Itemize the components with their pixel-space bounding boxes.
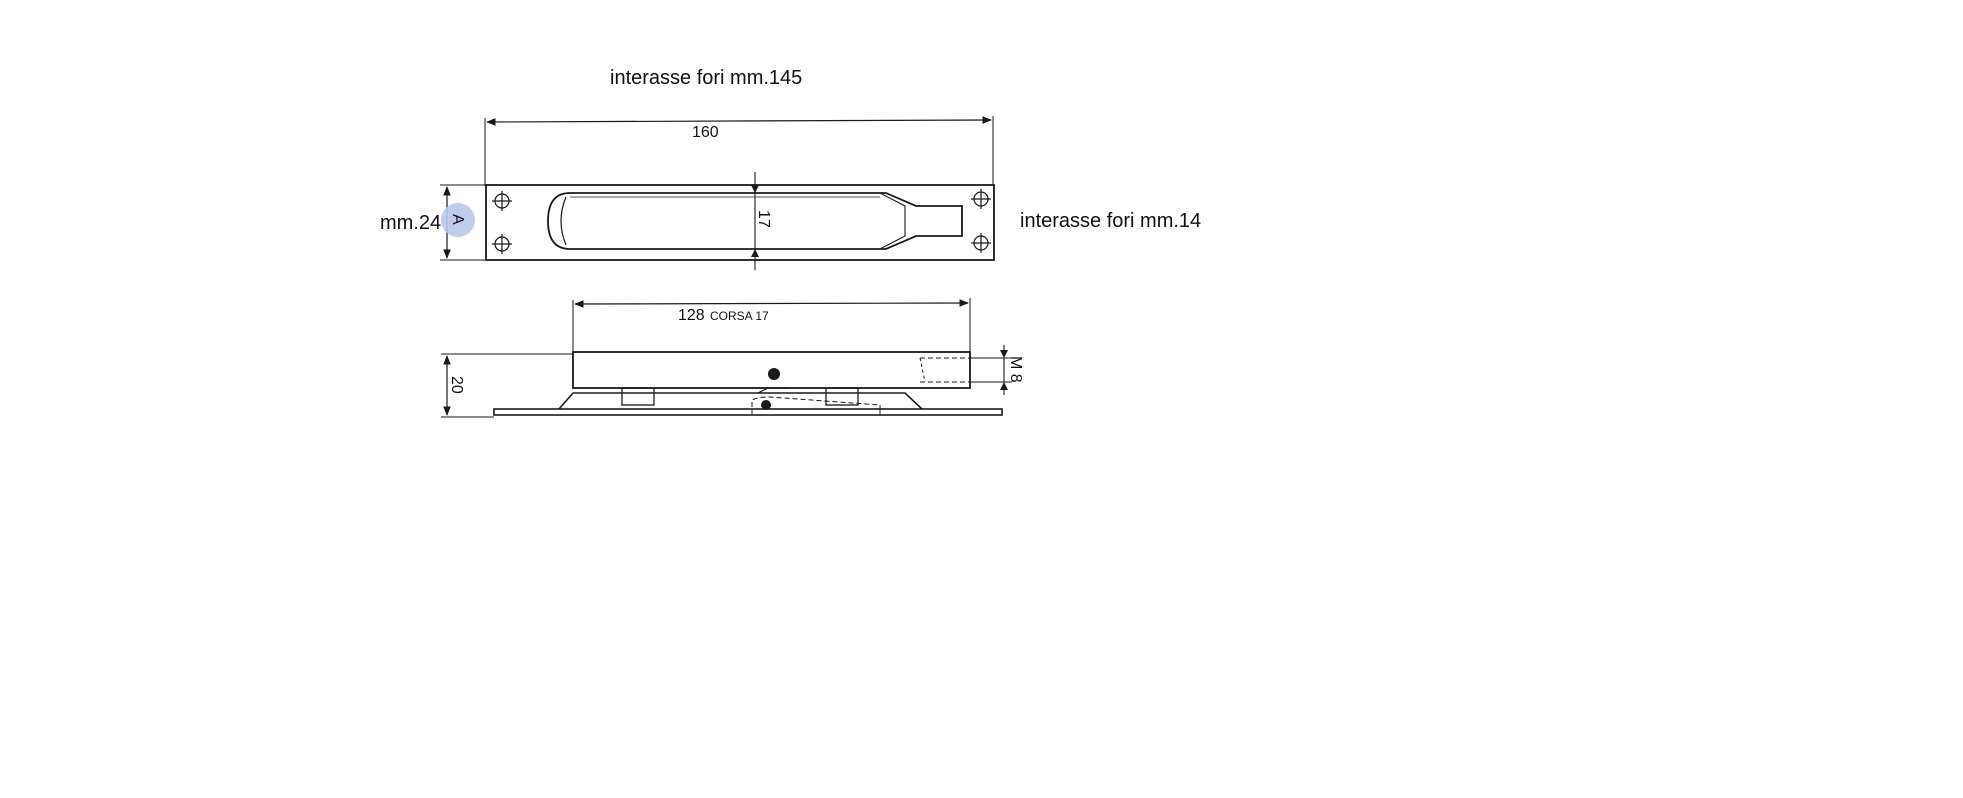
side-view <box>441 298 1012 418</box>
base-plate <box>493 408 1003 416</box>
mounting-hole <box>492 234 512 254</box>
plate-outline <box>485 184 995 261</box>
mounting-hole <box>492 191 512 211</box>
side-label: A <box>449 214 466 225</box>
bolt-body-outline <box>547 192 963 250</box>
length-dimension-label: 160 <box>692 124 719 141</box>
mounting-hole <box>971 233 991 253</box>
height-dimension-label: 20 <box>448 376 465 394</box>
length-dimension-line <box>486 116 992 126</box>
hole-spacing-width-note: interasse fori mm.14 <box>1020 210 1202 232</box>
top-view <box>440 116 995 270</box>
stroke-label: CORSA 17 <box>710 309 769 323</box>
hole-spacing-length-note: interasse fori mm.145 <box>610 67 803 89</box>
width-note: mm.24 <box>380 212 442 234</box>
mounting-hole <box>971 189 991 209</box>
slot-dimension-label: 17 <box>755 210 772 228</box>
thread-dimension-label: M 8 <box>1007 356 1024 383</box>
highlight-marker <box>441 203 475 237</box>
stroke-dimension-line <box>574 299 969 308</box>
stroke-dimension-value: 128 <box>678 307 705 324</box>
